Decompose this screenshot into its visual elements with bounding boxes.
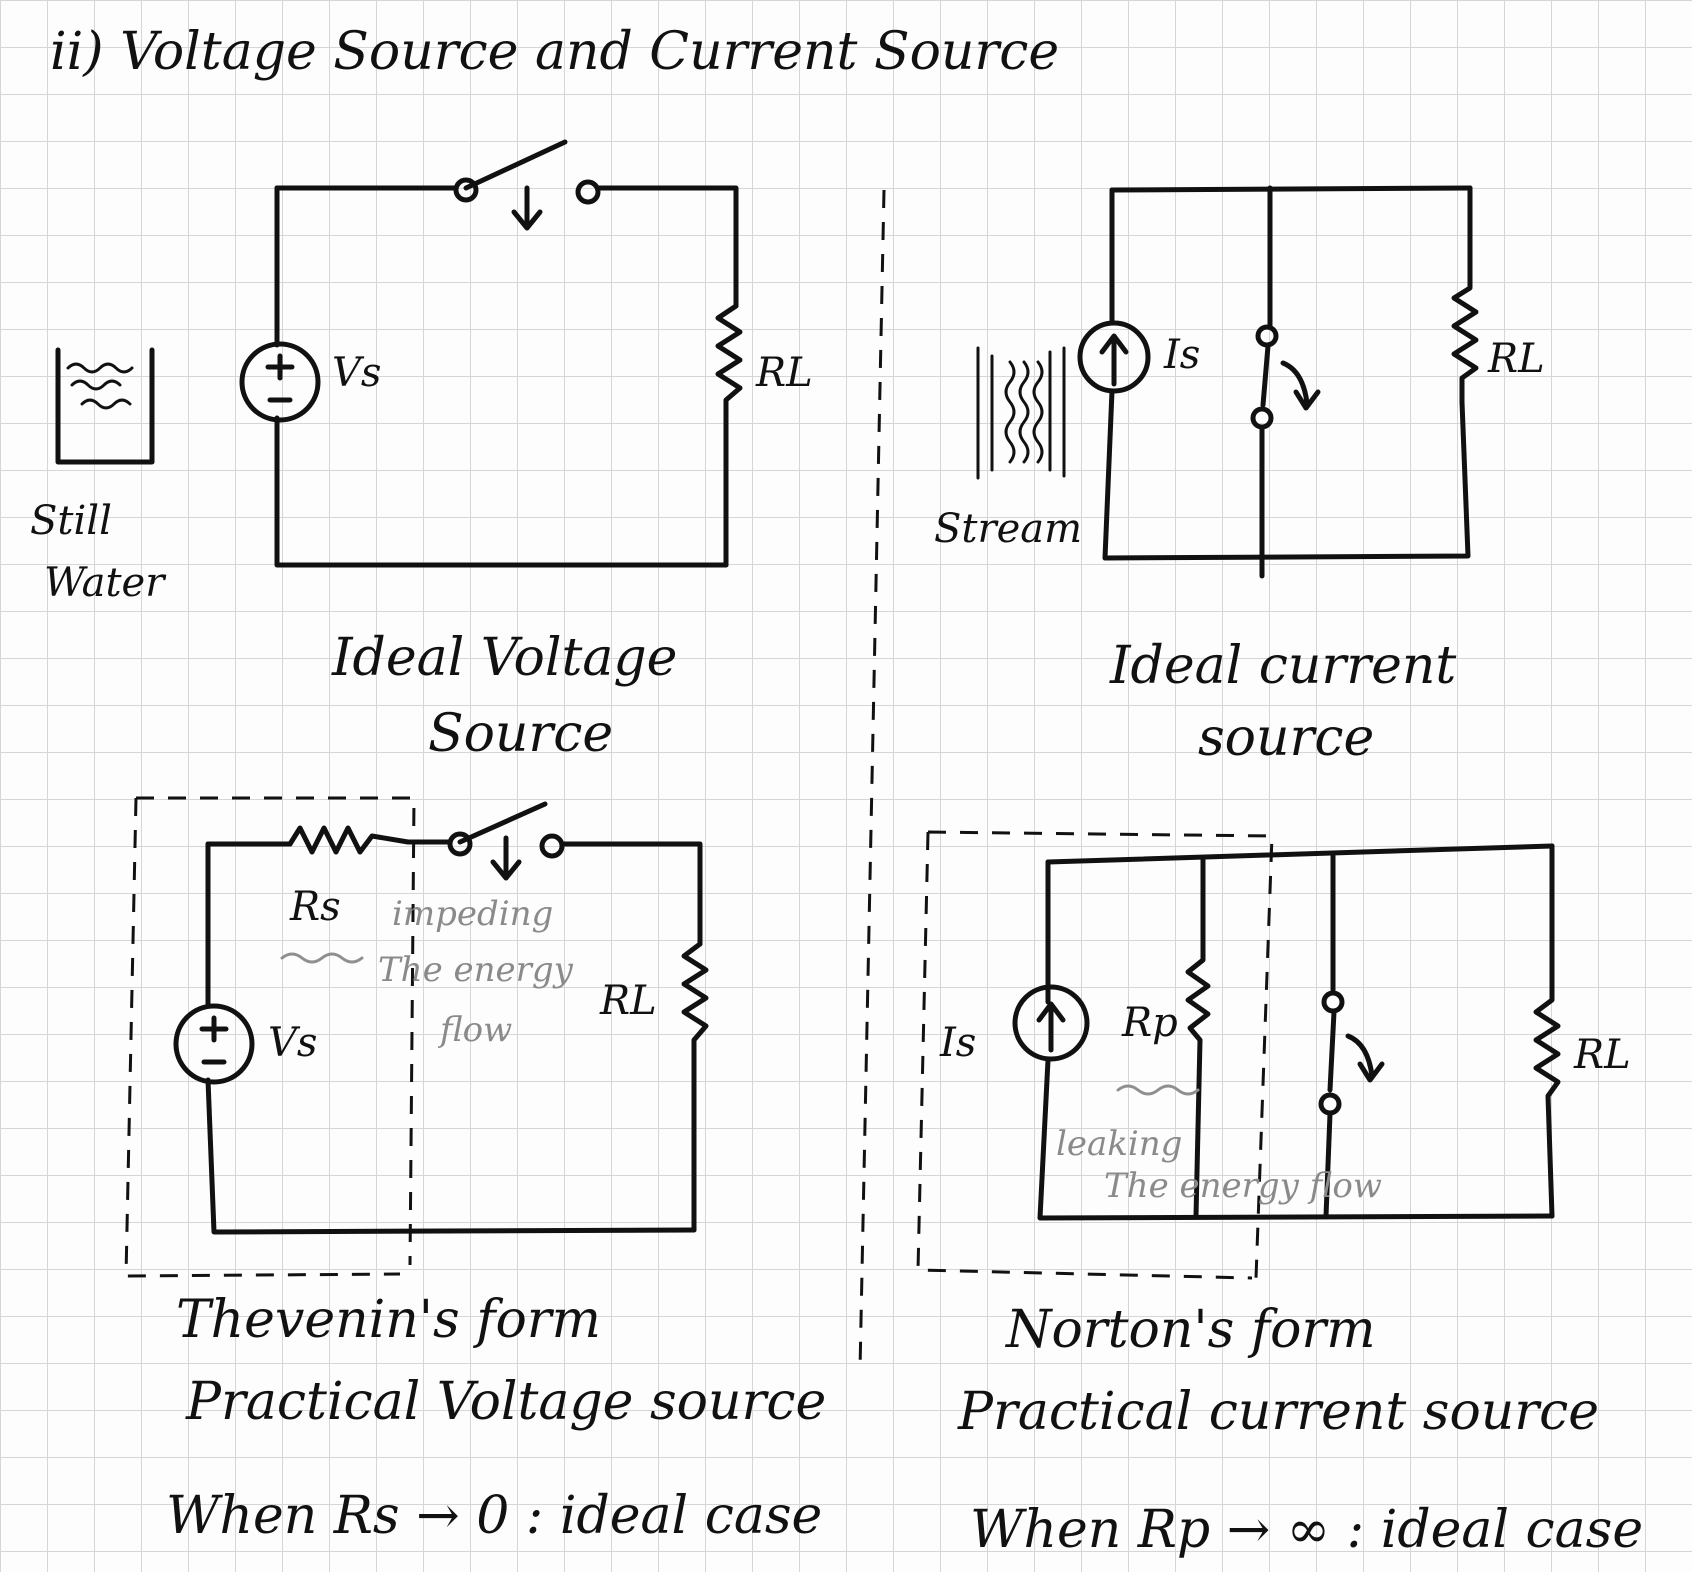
rl-label-3: RL <box>600 978 657 1024</box>
rs-underline <box>280 952 364 964</box>
current-source-icon-2 <box>1012 984 1090 1062</box>
impeding-note-2: The energy <box>378 950 573 990</box>
norton-caption-2: Practical current source <box>958 1382 1600 1442</box>
page-title: ii) Voltage Source and Current Source <box>50 22 1060 82</box>
rl-label: RL <box>756 350 813 396</box>
leaking-note-1: leaking <box>1056 1124 1183 1164</box>
ideal-current-caption-1: Ideal current <box>1110 636 1457 696</box>
ideal-voltage-caption-2: Source <box>428 704 614 764</box>
voltage-source-icon <box>239 341 321 423</box>
is-label-2: Is <box>940 1020 977 1066</box>
thevenin-caption-1: Thevenin's form <box>176 1290 601 1350</box>
ideal-voltage-circuit <box>239 139 743 568</box>
stream-label: Stream <box>934 506 1083 552</box>
rl-label-4: RL <box>1574 1032 1631 1078</box>
impeding-note-3: flow <box>440 1010 513 1050</box>
divider-line <box>858 189 886 1371</box>
impeding-note-1: impeding <box>392 894 554 934</box>
ideal-voltage-caption-1: Ideal Voltage <box>332 628 678 688</box>
thevenin-caption-2: Practical Voltage source <box>186 1372 827 1432</box>
thevenin-limit: When Rs → 0 : ideal case <box>166 1486 823 1546</box>
still-water-icon <box>55 347 155 465</box>
rp-underline <box>1116 1084 1200 1096</box>
vs-label-2: Vs <box>268 1020 318 1066</box>
rl-label-2: RL <box>1488 336 1545 382</box>
ideal-current-circuit <box>1077 185 1479 579</box>
voltage-source-icon-2 <box>173 1003 255 1085</box>
water-label: Water <box>44 560 165 606</box>
is-label: Is <box>1164 332 1201 378</box>
still-label: Still <box>30 498 112 544</box>
ideal-current-caption-2: source <box>1198 708 1375 768</box>
rp-label: Rp <box>1122 1000 1178 1046</box>
stream-icon <box>976 346 1066 480</box>
thevenin-circuit <box>124 796 709 1278</box>
norton-limit: When Rp → ∞ : ideal case <box>970 1500 1644 1560</box>
leaking-note-2: The energy flow <box>1104 1166 1382 1206</box>
norton-caption-1: Norton's form <box>1006 1300 1376 1360</box>
vs-label: Vs <box>332 350 382 396</box>
norton-circuit <box>916 830 1561 1280</box>
rs-label: Rs <box>290 884 341 930</box>
